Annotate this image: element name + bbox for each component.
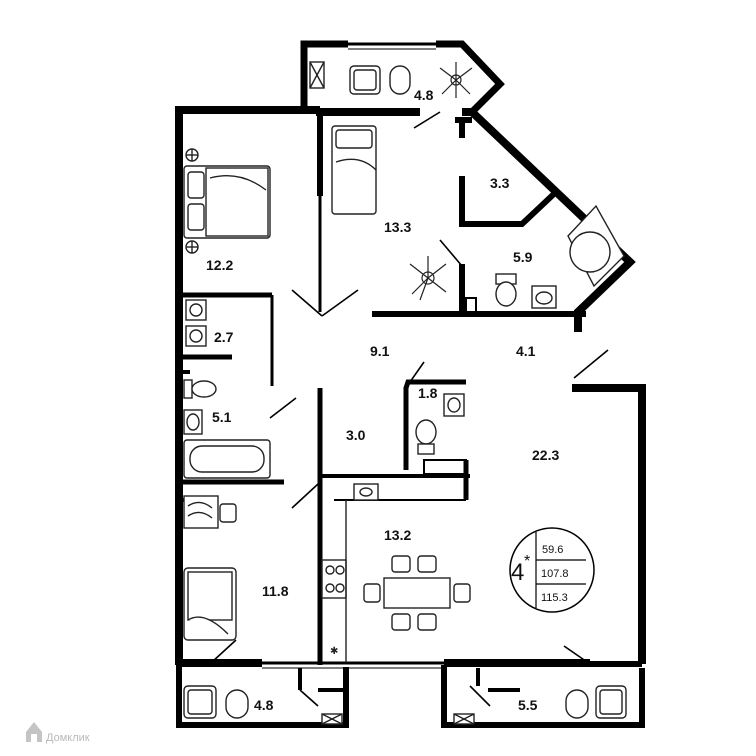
bathtub-icon bbox=[183, 439, 271, 479]
washing-machine-icon bbox=[185, 299, 207, 347]
plant-icon bbox=[439, 62, 473, 98]
furniture: ✱ bbox=[183, 61, 627, 725]
stamp-total-area: 107.8 bbox=[541, 568, 569, 580]
watermark-text: Домклик bbox=[46, 732, 90, 744]
doors bbox=[211, 111, 609, 707]
watermark: Домклик bbox=[26, 722, 90, 744]
top-balcony-wall bbox=[300, 40, 348, 108]
single-bed-icon bbox=[331, 125, 377, 215]
room-area-bedroom-left: 12.2 bbox=[206, 257, 233, 273]
room-area-bathroom-left: 5.1 bbox=[212, 409, 232, 425]
stamp-room-count: 4 bbox=[511, 559, 524, 586]
walls bbox=[175, 40, 646, 728]
sink-icon bbox=[183, 409, 203, 435]
room-area-closet: 3.0 bbox=[346, 427, 366, 443]
corner-bathtub-icon bbox=[567, 204, 625, 288]
room-area-hall: 9.1 bbox=[370, 343, 390, 359]
room-area-living-room: 22.3 bbox=[532, 447, 559, 463]
armchair-icon bbox=[183, 685, 249, 719]
toilet-icon bbox=[495, 273, 517, 307]
stamp-total-with-balconies: 115.3 bbox=[541, 592, 568, 604]
storage-box-icon bbox=[453, 713, 475, 725]
room-area-wc-small: 1.8 bbox=[418, 385, 438, 401]
room-area-corridor: 4.1 bbox=[516, 343, 536, 359]
stamp-living-area: 59.6 bbox=[542, 544, 563, 556]
dining-table-icon bbox=[363, 555, 471, 631]
room-area-storage-top: 3.3 bbox=[490, 175, 510, 191]
outer-wall-left bbox=[175, 106, 320, 665]
domclick-logo-icon bbox=[26, 722, 42, 742]
double-bed-icon bbox=[183, 148, 271, 254]
desk-icon bbox=[183, 495, 237, 529]
room-area-kitchen: 13.2 bbox=[384, 527, 411, 543]
area-summary-stamp: 4 * 59.6 107.8 115.3 bbox=[509, 527, 595, 613]
sink-icon bbox=[531, 285, 557, 309]
room-area-bedroom-bottom: 11.8 bbox=[262, 583, 289, 599]
outer-wall-right-diagonal bbox=[462, 108, 636, 332]
room-area-bathroom-right: 5.9 bbox=[513, 249, 533, 265]
outer-wall-top-upper-bedroom bbox=[316, 108, 420, 116]
room-area-balcony-top: 4.8 bbox=[414, 87, 434, 103]
armchair-icon bbox=[349, 65, 411, 95]
stamp-mark: * bbox=[524, 553, 530, 570]
room-area-bedroom-center: 13.3 bbox=[384, 219, 411, 235]
room-labels: 4.8 12.2 13.3 3.3 5.9 2.7 9.1 4.1 1.8 5.… bbox=[206, 87, 559, 713]
storage-box-icon bbox=[309, 61, 325, 89]
room-area-laundry: 2.7 bbox=[214, 329, 234, 345]
svg-text:✱: ✱ bbox=[330, 646, 338, 657]
room-area-balcony-bottom-right: 5.5 bbox=[518, 697, 538, 713]
toilet-icon bbox=[183, 379, 217, 399]
plant-icon bbox=[409, 256, 447, 301]
kitchen-counter: ✱ bbox=[321, 483, 379, 662]
storage-box-icon bbox=[321, 713, 343, 725]
room-area-balcony-bottom-left: 4.8 bbox=[254, 697, 274, 713]
armchair-icon bbox=[565, 685, 627, 719]
toilet-icon bbox=[415, 419, 437, 455]
sofa-bed-icon bbox=[183, 567, 237, 641]
top-balcony-wall-right bbox=[436, 40, 505, 115]
sink-icon bbox=[443, 393, 465, 417]
